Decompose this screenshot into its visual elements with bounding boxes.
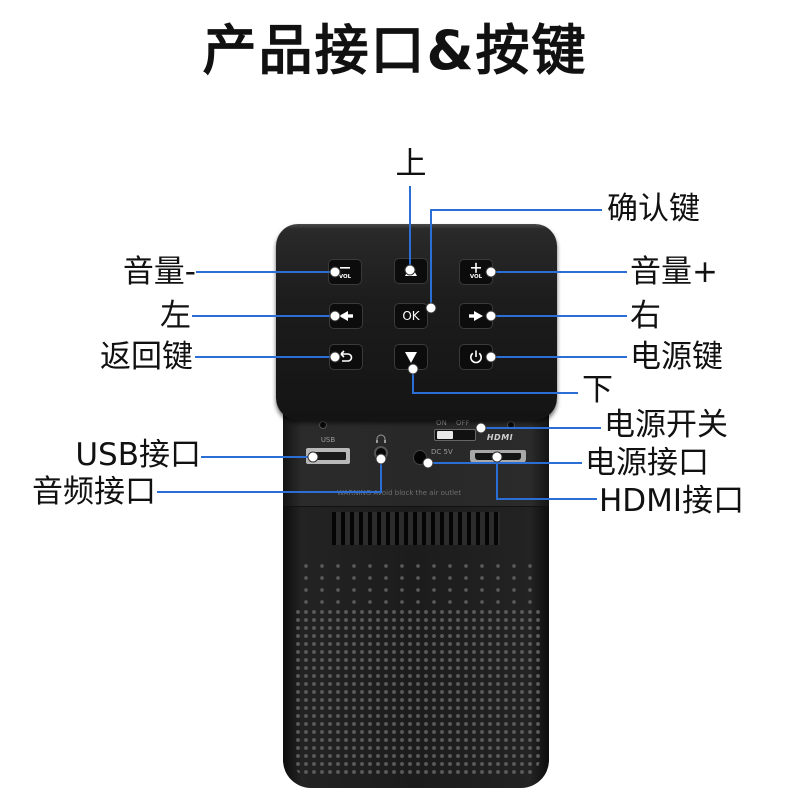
- label-vol-down: 音量-: [122, 254, 196, 290]
- callout-dot-power-switch: [475, 422, 487, 434]
- callout-dot-back: [329, 351, 341, 363]
- return-icon: [340, 350, 353, 362]
- callout-dot-up: [404, 264, 416, 276]
- callout-line-hdmi: [496, 462, 597, 500]
- callout-dot-dc: [422, 457, 434, 469]
- label-up: 上: [395, 146, 427, 182]
- ok-label: OK: [402, 309, 420, 323]
- plus-icon: [471, 262, 481, 273]
- callout-dot-left: [329, 310, 341, 322]
- air-vents: [332, 512, 500, 545]
- label-hdmi: HDMI接口: [599, 483, 745, 519]
- label-down: 下: [582, 372, 613, 408]
- callout-dot-down: [407, 363, 419, 375]
- callout-dot-vol-down: [329, 266, 341, 278]
- label-power-switch: 电源开关: [604, 407, 728, 443]
- callout-dot-audio: [375, 453, 387, 465]
- screw-left: [319, 421, 327, 429]
- callout-dot-ok: [425, 302, 437, 314]
- label-ok: 确认键: [607, 191, 700, 227]
- control-panel: VOL VOL OK: [276, 224, 557, 420]
- switch-knob: [437, 431, 453, 439]
- callout-line-audio: [157, 464, 382, 493]
- label-left: 左: [160, 298, 191, 334]
- speaker-grill: [292, 606, 540, 778]
- label-right: 右: [630, 298, 661, 334]
- usb-port-label: USB: [320, 436, 336, 444]
- arrow-left-icon: [339, 311, 353, 321]
- label-usb: USB接口: [75, 437, 201, 473]
- dc-port-label: DC 5V: [431, 448, 453, 456]
- speaker-grill-top: [294, 558, 538, 606]
- left-button: [329, 303, 363, 329]
- page-title: 产品接口&按键: [202, 19, 588, 82]
- label-audio: 音频接口: [32, 474, 156, 510]
- callout-dot-right: [485, 310, 497, 322]
- arrow-down-icon: [405, 352, 417, 363]
- label-dc: 电源接口: [585, 445, 709, 481]
- hdmi-logo: HDMI: [486, 433, 514, 442]
- projector: USB DC 5V ON OFF HDMI WARNING Avoid bloc…: [276, 224, 557, 790]
- power-icon: [470, 350, 482, 364]
- vol-label: VOL: [338, 274, 352, 280]
- switch-on-label: ON: [436, 419, 447, 427]
- minus-icon: [340, 267, 350, 269]
- headphone-icon: [376, 434, 386, 443]
- power-switch: [434, 429, 476, 441]
- callout-dot-hdmi: [491, 451, 503, 463]
- callout-line-down: [412, 374, 578, 394]
- switch-off-label: OFF: [456, 419, 470, 427]
- vol-label: VOL: [469, 274, 483, 280]
- callout-dot-power: [485, 351, 497, 363]
- label-power: 电源键: [630, 339, 723, 375]
- warning-text: WARNING Avoid block the air outlet: [337, 489, 462, 497]
- label-back: 返回键: [100, 339, 193, 375]
- label-vol-up: 音量+: [630, 254, 718, 290]
- callout-dot-usb: [307, 451, 319, 463]
- callout-dot-vol-up: [485, 266, 497, 278]
- callout-line-ok: [430, 209, 602, 303]
- arrow-right-icon: [469, 311, 483, 321]
- ok-button: OK: [394, 303, 428, 329]
